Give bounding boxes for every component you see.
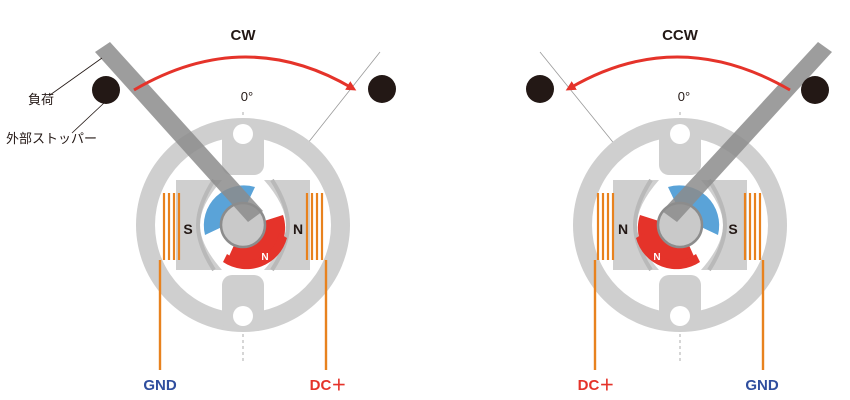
ccw-direction-label: CCW <box>662 27 699 44</box>
load-icon <box>92 76 120 104</box>
coil-right <box>305 193 324 260</box>
cw-arrow <box>133 55 357 92</box>
cw-pole-left: S <box>183 221 192 237</box>
ccw-rotor-pole: N <box>653 252 660 263</box>
rotor-arm <box>662 42 832 222</box>
ccw-arrow <box>565 55 791 92</box>
load-leader <box>49 57 103 96</box>
ccw-unit: CCW 0° N S N DC＋ GND <box>526 27 832 394</box>
stopper-leader <box>71 102 105 134</box>
stopper-icon <box>526 75 554 103</box>
ccw-wire-dc: DC＋ <box>578 377 615 394</box>
cw-wire-gnd: GND <box>143 377 177 394</box>
coil-left <box>162 193 181 260</box>
load-callout: 負荷 <box>28 92 54 107</box>
cw-unit: CW 0° S N N GND DC＋ 負荷 外部ストッパー <box>6 27 396 394</box>
cw-rotor-pole: N <box>261 252 268 263</box>
load-icon <box>801 76 829 104</box>
cw-zero-label: 0° <box>241 89 253 104</box>
coil-left <box>596 193 615 260</box>
ccw-pole-right: S <box>728 221 737 237</box>
ccw-wire-gnd: GND <box>745 377 779 394</box>
cw-wire-dc: DC＋ <box>310 377 347 394</box>
ccw-zero-label: 0° <box>678 89 690 104</box>
ccw-pole-left: N <box>618 221 628 237</box>
stopper-callout: 外部ストッパー <box>6 131 97 146</box>
cw-direction-label: CW <box>231 27 257 44</box>
stopper-icon <box>368 75 396 103</box>
coil-right <box>743 193 762 260</box>
cw-pole-right: N <box>293 221 303 237</box>
